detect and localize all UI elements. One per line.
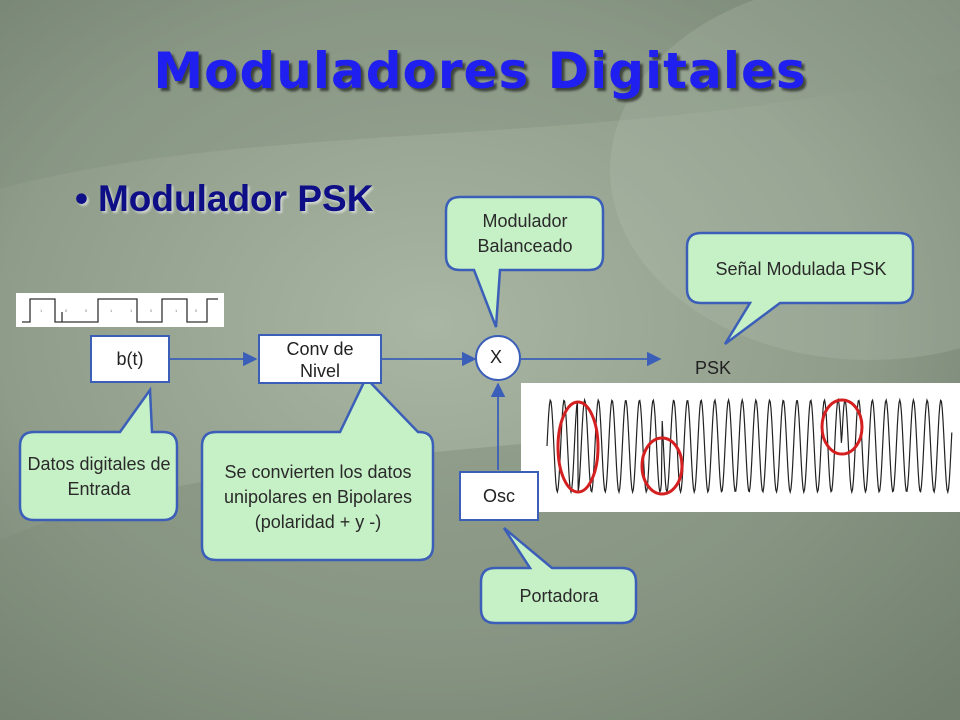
psk-waveform [521,383,960,512]
multiplier-circle [475,335,521,381]
bt-block: b(t) [90,335,170,383]
callout-balanced-modulator [444,195,605,328]
callout-modulated-signal-text: Señal Modulada PSK [715,258,887,279]
level-converter-block: Conv de Nivel [258,334,382,384]
input-data-waveform: 1 0 0 1 1 0 1 0 [16,293,224,327]
svg-text:0: 0 [195,308,198,313]
phase-change-highlight-1 [556,400,600,494]
callout-level-conversion [200,375,435,562]
callout-balanced-modulator-text: Modulador Balanceado [477,211,573,256]
oscillator-block: Osc [459,471,539,521]
phase-change-highlight-2 [640,436,684,496]
svg-text:0: 0 [150,308,153,313]
callout-input-data [18,386,179,522]
bullet-item: •Modulador PSK [75,178,373,220]
callout-modulated-signal [685,231,915,346]
output-label: PSK [695,358,732,378]
callout-carrier-text: Portadora [519,586,599,606]
svg-text:0: 0 [85,308,88,313]
svg-text:0: 0 [65,308,68,313]
slide-title: Moduladores Digitales [153,42,807,100]
phase-change-highlight-3 [820,398,864,456]
svg-text:1: 1 [175,308,178,313]
callout-input-data-text: Datos digitales de Entrada [27,454,171,499]
bullet-text: Modulador PSK [97,178,374,219]
svg-text:1: 1 [130,308,133,313]
svg-text:1: 1 [40,308,43,313]
multiplier-label: X [490,347,503,367]
bullet-dot-icon: • [75,178,88,219]
svg-text:1: 1 [110,308,113,313]
callout-level-conversion-text: Se convierten los datos unipolares en Bi… [223,461,413,532]
callout-carrier [479,527,638,625]
